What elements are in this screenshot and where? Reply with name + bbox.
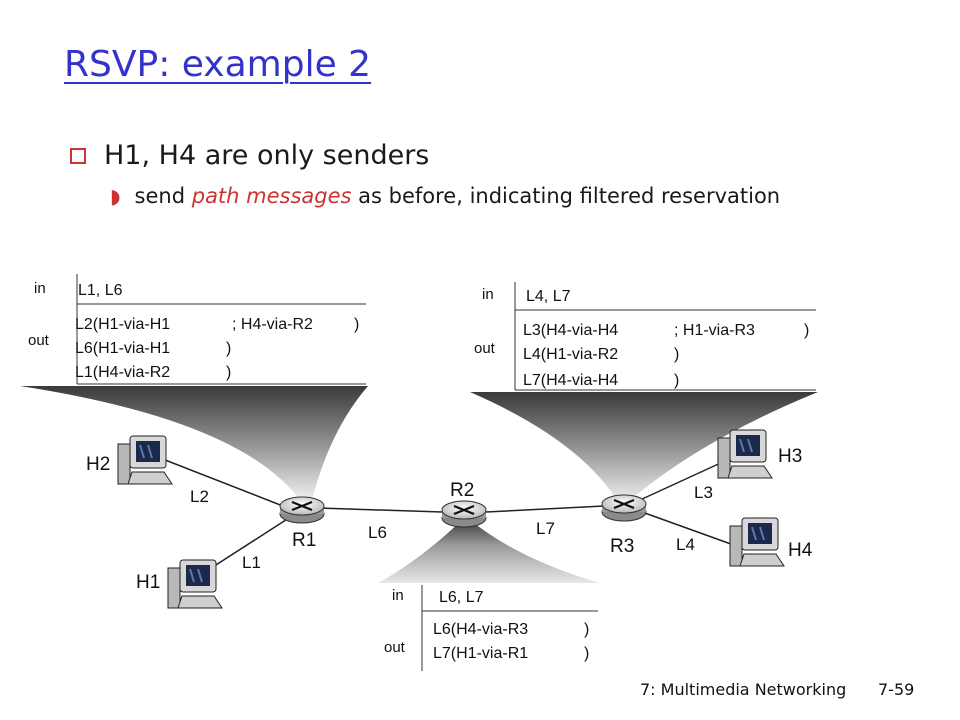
r3-row3-b: ) <box>674 372 680 389</box>
label-link-l2: L2 <box>190 487 209 506</box>
label-link-l7: L7 <box>536 519 555 538</box>
bullet-senders: H1, H4 are only senders <box>70 140 429 171</box>
label-link-l4: L4 <box>676 535 695 554</box>
bullet-path-post: as before, indicating filtered reservati… <box>351 184 781 208</box>
host-h3-computer-icon <box>717 429 773 479</box>
r1-row1-a: L2(H1-via-H1 <box>75 316 171 333</box>
label-link-l3: L3 <box>694 483 713 502</box>
r2-state-table: in L6, L7 out L6(H4-via-R3 ) L7(H1-via-R… <box>378 583 600 673</box>
r1-state-table: in L1, L6 out L2(H1-via-H1 ; H4-via-R2 )… <box>20 272 368 386</box>
r1-in-label: in <box>34 280 46 297</box>
footer-page: 7-59 <box>878 680 915 699</box>
bullet-path-emphasis: path messages <box>191 184 352 208</box>
router-r3 <box>601 494 647 522</box>
r1-row1-b: ; H4-via-R2 <box>232 316 313 333</box>
bullet-path-text: send path messages as before, indicating… <box>135 184 781 208</box>
link-l7 <box>485 505 605 513</box>
link-l2 <box>159 457 289 509</box>
r2-row2-a: L7(H1-via-R1 <box>433 645 529 662</box>
r2-table-beam <box>378 520 600 583</box>
host-h1-computer-icon <box>167 559 223 609</box>
router-r2 <box>441 500 487 528</box>
arc-bullet-icon: ◗ <box>110 184 121 208</box>
r1-table-borders <box>76 274 366 385</box>
link-l6 <box>317 507 443 513</box>
r2-row2-c: ) <box>584 645 590 662</box>
r2-table-borders <box>421 585 598 671</box>
host-h4-computer-icon <box>729 517 785 567</box>
label-link-l6: L6 <box>368 523 387 542</box>
label-r2: R2 <box>450 480 474 501</box>
r1-row2-a: L6(H1-via-H1 <box>75 340 171 357</box>
r3-out-label: out <box>474 340 495 357</box>
r1-row3-a: L1(H4-via-R2 <box>75 364 171 381</box>
r1-row2-b: ) <box>226 340 232 357</box>
footer-course: 7: Multimedia Networking <box>640 680 847 699</box>
label-h3: H3 <box>778 446 802 467</box>
r3-row3-a: L7(H4-via-H4 <box>523 372 619 389</box>
r1-row3-b: ) <box>226 364 232 381</box>
label-h2: H2 <box>86 454 110 475</box>
r1-row1-c: ) <box>354 316 360 333</box>
r3-row1-a: L3(H4-via-H4 <box>523 322 619 339</box>
link-l1 <box>204 515 293 573</box>
router-r1 <box>279 496 325 524</box>
bullet-path-messages: ◗ send path messages as before, indicati… <box>110 184 780 208</box>
r3-row1-b: ; H1-via-R3 <box>674 322 755 339</box>
label-h4: H4 <box>788 540 813 561</box>
r3-row2-a: L4(H1-via-R2 <box>523 346 619 363</box>
bullet-senders-text: H1, H4 are only senders <box>104 140 430 171</box>
r2-in-value: L6, L7 <box>439 589 484 606</box>
bullet-path-pre: send <box>134 184 192 208</box>
r3-state-table: in L4, L7 out L3(H4-via-H4 ; H1-via-R3 )… <box>470 280 818 392</box>
r3-row2-b: ) <box>674 346 680 363</box>
r1-table-beam <box>20 386 368 500</box>
r1-out-label: out <box>28 332 49 349</box>
r3-row1-c: ) <box>804 322 810 339</box>
r3-table-beam <box>470 392 818 502</box>
r2-out-label: out <box>384 639 405 656</box>
label-r3: R3 <box>610 536 634 557</box>
label-h1: H1 <box>136 572 160 593</box>
r2-row1-c: ) <box>584 621 590 638</box>
link-l4 <box>641 511 743 549</box>
r1-in-value: L1, L6 <box>78 282 123 299</box>
label-link-l1: L1 <box>242 553 261 572</box>
r3-in-value: L4, L7 <box>526 288 571 305</box>
r2-in-label: in <box>392 587 404 604</box>
host-h2-computer-icon <box>117 435 173 485</box>
r3-in-label: in <box>482 286 494 303</box>
r2-row1-a: L6(H4-via-R3 <box>433 621 529 638</box>
square-bullet-icon <box>70 147 86 164</box>
slide-title: RSVP: example 2 <box>64 44 372 85</box>
r3-table-borders <box>514 282 816 391</box>
label-r1: R1 <box>292 530 316 551</box>
